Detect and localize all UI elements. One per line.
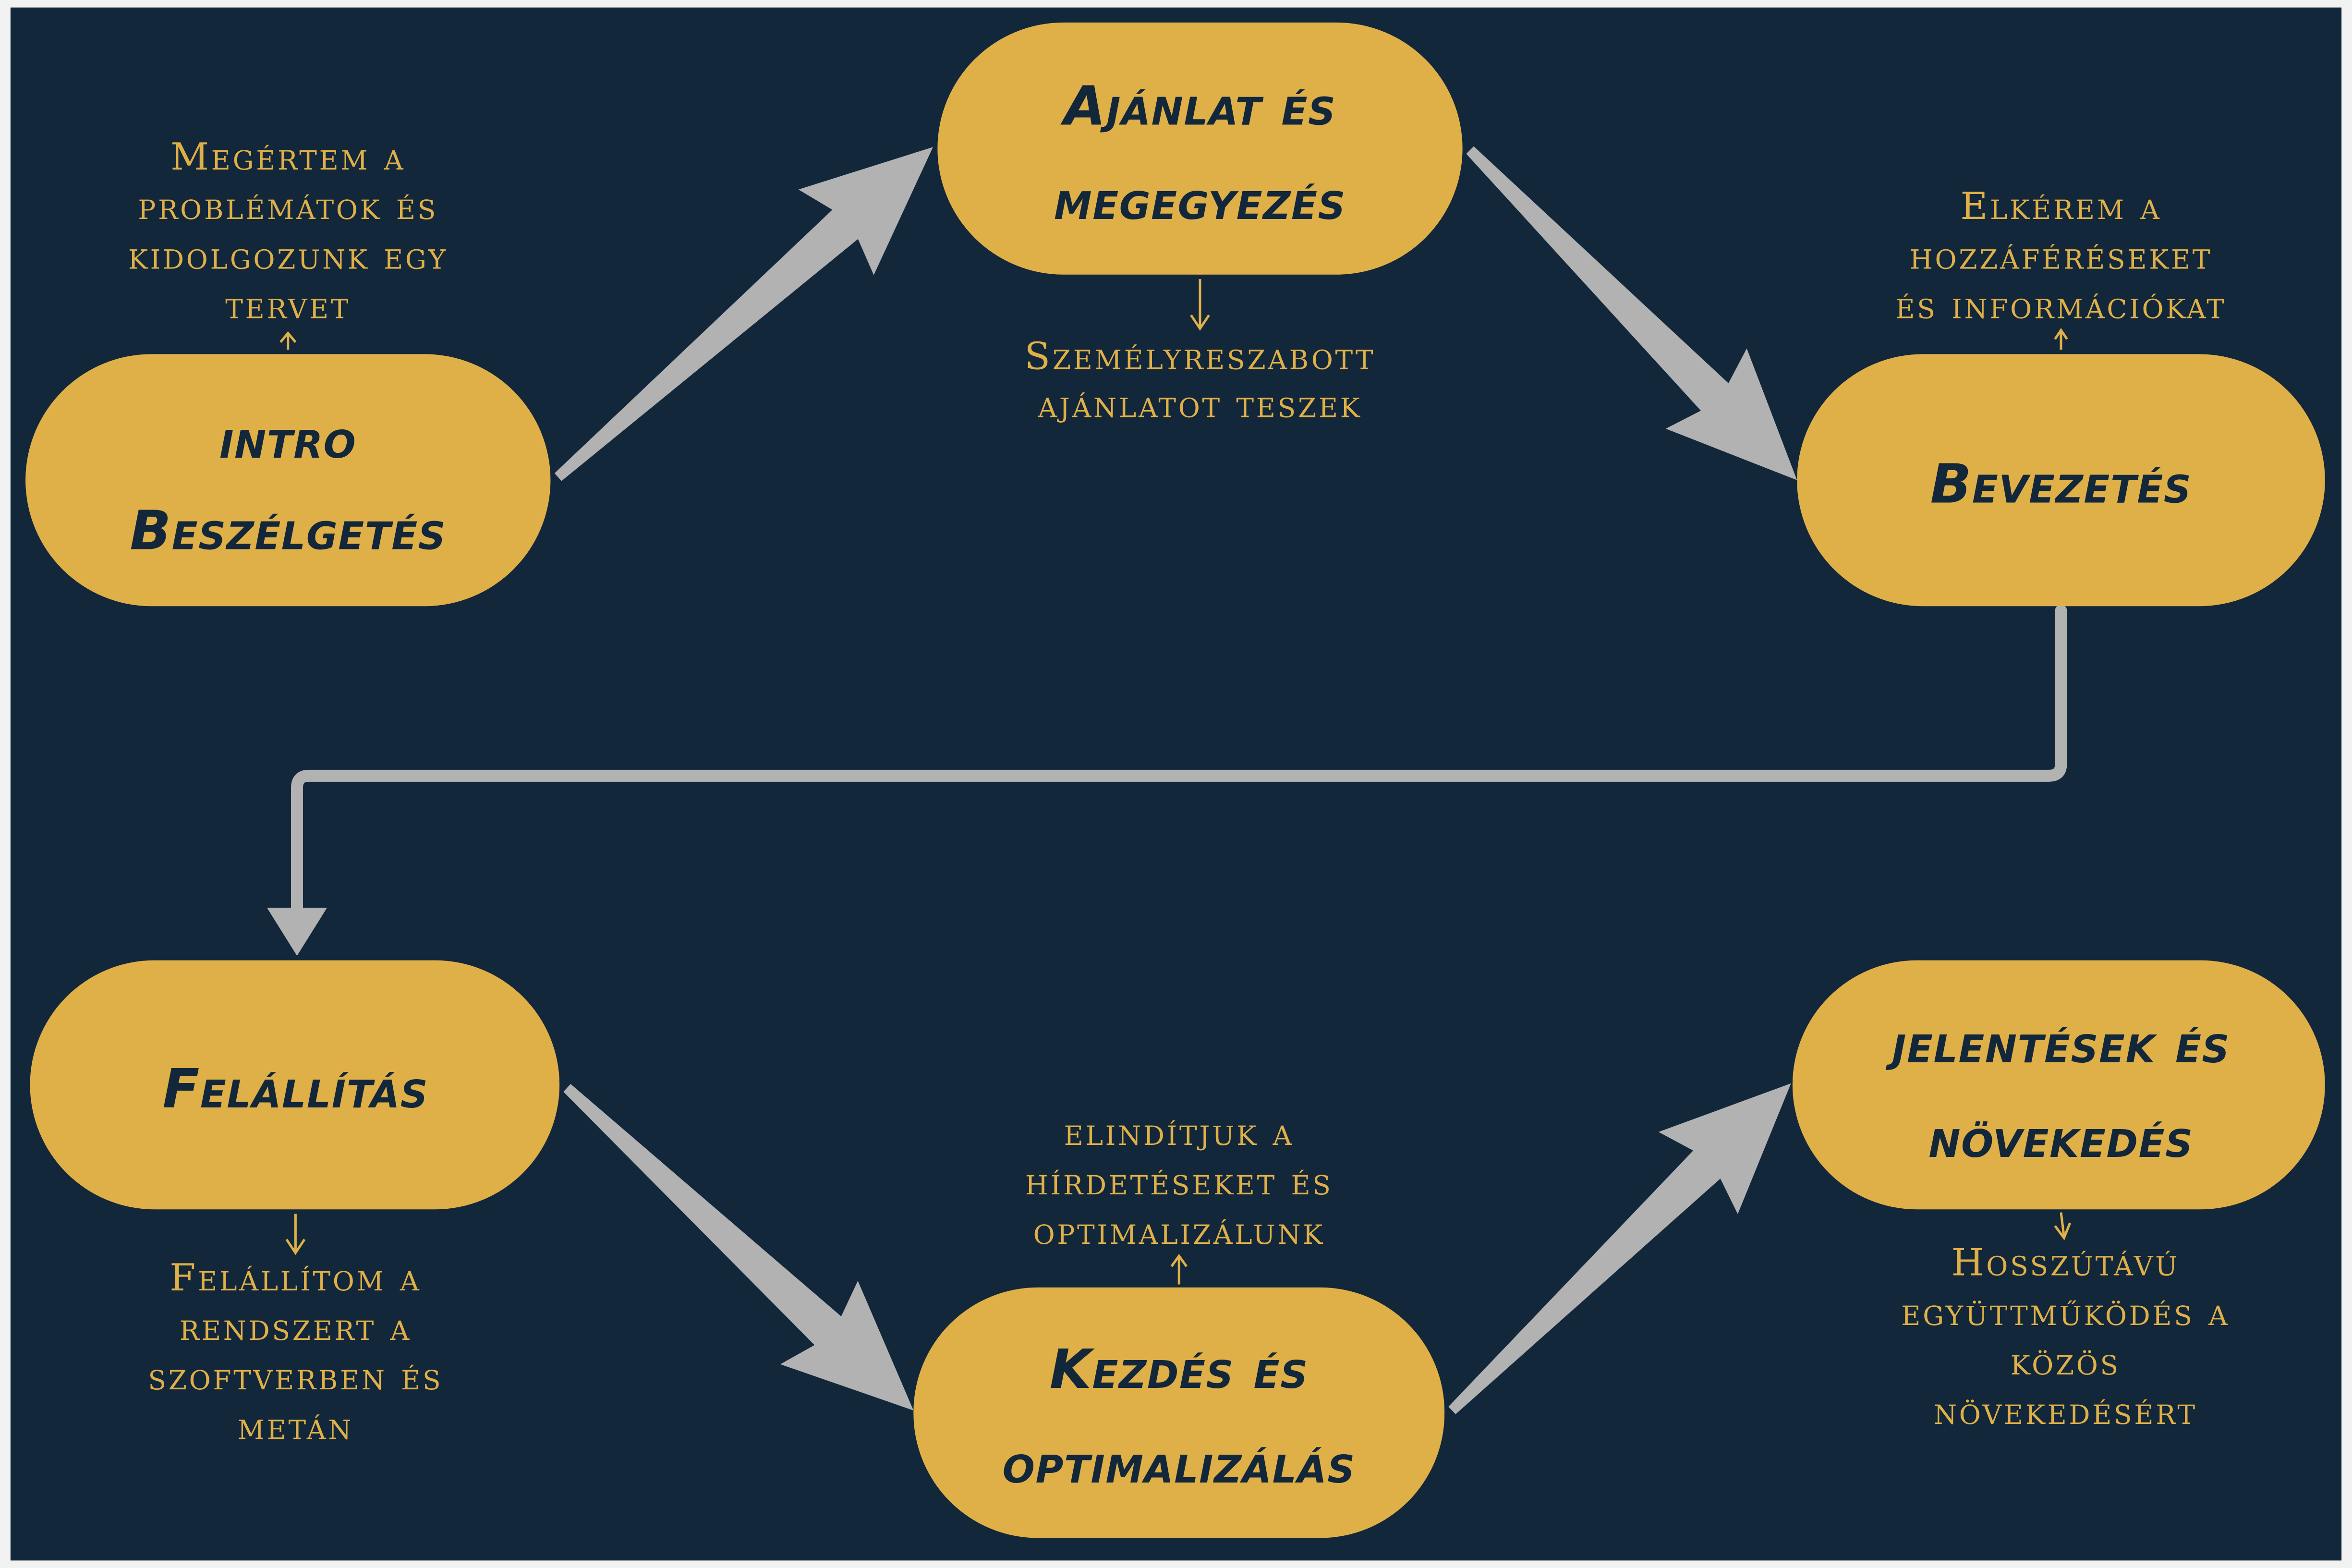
node-title-line: intro [219, 408, 356, 471]
note-line: tervet [225, 284, 351, 327]
node-title-line: Bevezetés [1930, 453, 2192, 516]
note-line: Hosszútávú [1952, 1241, 2180, 1285]
node-title-line: jelentések és [1885, 1012, 2230, 1075]
note-line: együttműködés a [1901, 1291, 2230, 1334]
note-line: rendszert a [180, 1306, 412, 1349]
arrow-intro-to-ajanlat [554, 147, 933, 481]
note-intro: Megértem a problémátok és kidolgozunk eg… [128, 135, 448, 350]
node-jelentesek: jelentések és növekedés [1792, 960, 2325, 1210]
note-line: és információkat [1895, 284, 2226, 327]
note-line: metán [238, 1405, 353, 1448]
node-title-line: optimalizálás [1003, 1433, 1356, 1495]
note-felallitas: Felállítom a rendszert a szoftverben és … [148, 1214, 443, 1448]
note-line: növekedésért [1934, 1390, 2197, 1433]
note-line: közös [2011, 1340, 2121, 1384]
note-line: elindítjuk a [1064, 1111, 1294, 1154]
note-kezdes: elindítjuk a hírdetéseket és optimalizál… [1025, 1111, 1333, 1285]
note-line: szoftverben és [148, 1355, 443, 1398]
node-felallitas: Felállítás [30, 960, 560, 1210]
connector-arrowhead [267, 908, 327, 956]
node-title-line: Kezdés és [1050, 1338, 1309, 1401]
node-bevezetes: Bevezetés [1797, 354, 2325, 607]
note-line: problémátok és [138, 185, 438, 228]
arrow-down-icon [285, 1214, 306, 1255]
arrow-down-icon [2054, 1212, 2072, 1240]
arrow-felallitas-to-kezdes [563, 1084, 914, 1410]
arrow-up-icon [1170, 1253, 1188, 1285]
note-line: hírdetéseket és [1025, 1160, 1333, 1203]
arrow-kezdes-to-jelentesek [1448, 1083, 1791, 1414]
note-line: ajánlatot teszek [1037, 383, 1362, 426]
note-line: hozzáféréseket [1910, 234, 2212, 278]
note-line: optimalizálunk [1033, 1210, 1325, 1253]
arrow-ajanlat-to-bevezetes [1466, 146, 1797, 480]
note-jelentesek: Hosszútávú együttműködés a közös növeked… [1901, 1212, 2230, 1433]
arrow-up-icon [2054, 328, 2068, 350]
arrow-up-icon [279, 331, 297, 350]
note-line: Felállítom a [170, 1256, 421, 1300]
node-title-line: Beszélgetés [130, 499, 446, 562]
node-intro: intro Beszélgetés [25, 354, 551, 607]
note-line: kidolgozunk egy [128, 234, 448, 278]
note-line: Személyreszabott [1025, 335, 1376, 378]
note-bevezetes: Elkérem a hozzáféréseket és információka… [1895, 185, 2226, 350]
node-kezdes: Kezdés és optimalizálás [913, 1287, 1445, 1538]
node-title-line: megegyezés [1054, 169, 1346, 232]
node-title-line: Felállítás [163, 1057, 429, 1120]
arrow-down-icon [1190, 279, 1210, 331]
connector-bevezetes-to-felallitas [291, 605, 2067, 922]
node-title-line: növekedés [1928, 1107, 2193, 1170]
node-title-line: Ajánlat és [1060, 74, 1336, 137]
note-ajanlat: Személyreszabott ajánlatot teszek [1025, 279, 1376, 426]
note-line: Elkérem a [1960, 185, 2161, 228]
node-ajanlat: Ajánlat és megegyezés [937, 22, 1463, 275]
note-line: Megértem a [170, 135, 405, 179]
